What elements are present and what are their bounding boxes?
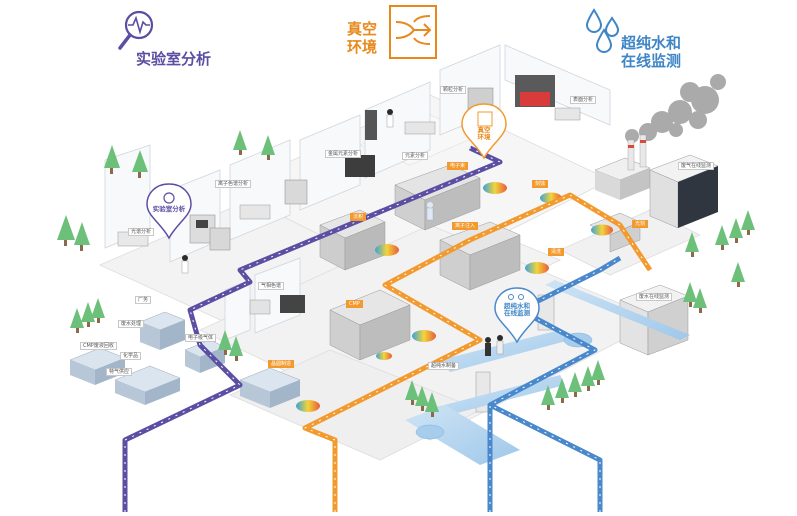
analysis-magnifier-icon — [118, 10, 154, 50]
workers — [181, 109, 504, 356]
vacuum-title-line2: 环境 — [347, 38, 378, 56]
water-location-pin — [494, 287, 540, 344]
room-tag: 光谱分析 — [128, 228, 155, 236]
blue-flow-line — [487, 255, 622, 512]
smoke-cloud — [625, 74, 726, 143]
room-tag: 超纯水制备 — [428, 362, 460, 370]
process-tag: 光刻 — [632, 220, 649, 228]
vacuum-location-pin — [461, 103, 507, 160]
factory-buildings — [69, 134, 651, 408]
lab-pin-label: 实验室分析 — [152, 205, 186, 213]
water-title-line1: 超纯水和 — [621, 34, 682, 52]
room-tag: 离子色谱分析 — [215, 180, 252, 188]
wafer-discs — [296, 182, 613, 412]
process-tag: 晶圆制造 — [268, 360, 295, 368]
vacuum-title: 真空 环境 — [347, 20, 377, 56]
vacuum-arrows-icon — [389, 5, 437, 59]
room-tag: 废气在线监测 — [678, 162, 715, 170]
room-tag: CMP废液回收 — [80, 342, 117, 350]
room-tag: 元素分析 — [402, 152, 429, 160]
lab-location-pin — [146, 183, 192, 240]
room-tag: 废水在线监测 — [636, 293, 673, 301]
process-tag: 电子束 — [447, 162, 469, 170]
water-title-line2: 在线监测 — [621, 52, 682, 70]
vacuum-pin-line2: 环境 — [477, 133, 491, 141]
room-tag: 特气供应 — [106, 368, 133, 376]
room-tag: 气相色谱 — [258, 282, 285, 290]
water-pin-label: 超纯水和 在线监测 — [499, 303, 535, 317]
water-pin-line1: 超纯水和 — [504, 302, 530, 310]
trees — [57, 130, 755, 417]
process-tag: 沉积 — [350, 213, 367, 221]
orange-flow-line — [302, 192, 653, 512]
process-tag: 清洗 — [548, 248, 565, 256]
water-drops-icon — [585, 8, 620, 53]
room-tag: 厂务 — [135, 296, 152, 304]
room-tag: 表面分析 — [570, 96, 597, 104]
lab-analysis-title: 实验室分析 — [136, 50, 212, 68]
process-tag: 刻蚀 — [532, 180, 549, 188]
water-pin-line2: 在线监测 — [504, 309, 530, 317]
purple-flow-line — [122, 145, 503, 512]
room-tag: 化学品 — [120, 352, 142, 360]
room-tag: 废水处理 — [118, 320, 145, 328]
vacuum-pin-label: 真空 环境 — [468, 127, 500, 141]
vacuum-pin-line1: 真空 — [477, 126, 491, 134]
process-tag: CMP — [346, 300, 363, 308]
vacuum-title-line1: 真空 — [347, 20, 378, 38]
room-tag: 电子级气体 — [185, 334, 217, 342]
process-tag: 离子注入 — [452, 222, 479, 230]
room-tag: 颗粒分析 — [440, 86, 467, 94]
room-tag: 金属元素分析 — [325, 150, 362, 158]
water-title: 超纯水和 在线监测 — [621, 34, 681, 70]
